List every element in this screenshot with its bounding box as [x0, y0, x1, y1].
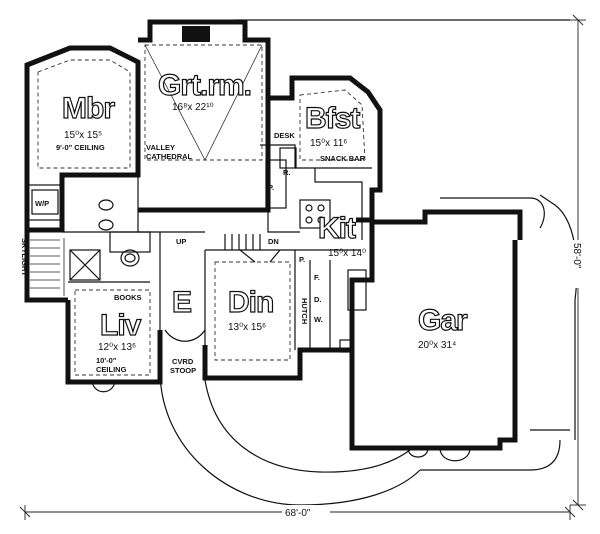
label-stoop: STOOP: [170, 366, 196, 375]
stairs: [224, 234, 261, 250]
room-size-gar: 20⁰x 31⁴: [418, 340, 456, 351]
fireplace: [182, 26, 210, 42]
dimension-depth: 58'-0": [571, 243, 582, 269]
bath-fixtures: [27, 184, 151, 281]
label-desk: DESK: [274, 131, 295, 140]
label-r-grt: R.: [283, 168, 291, 177]
room-note-mbr: 9'-0" CEILING: [56, 143, 105, 152]
driveway-curves: [159, 194, 578, 506]
interior-walls: [62, 144, 372, 350]
label-p-grt: P.: [268, 183, 274, 192]
room-name-kit: Kit: [318, 212, 356, 245]
label-f: F.: [314, 273, 320, 282]
ceiling-outlines: [37, 44, 366, 376]
label-up: UP: [176, 237, 186, 246]
room-note-liv-1: 10'-0": [96, 356, 117, 365]
label-cathedral: CATHEDRAL: [146, 152, 193, 161]
label-wp: W/P: [35, 199, 49, 208]
room-note-liv-2: CEILING: [96, 365, 127, 374]
room-size-grtrm: 16⁸x 22¹⁰: [172, 102, 214, 113]
label-books: BOOKS: [114, 293, 142, 302]
label-valley: VALLEY: [146, 143, 175, 152]
exterior-walls: [24, 19, 523, 451]
room-name-grtrm: Grt.rm.: [158, 69, 251, 102]
room-size-liv: 12⁰x 13⁶: [98, 342, 136, 353]
label-w: W.: [314, 315, 323, 324]
label-cvrd: CVRD: [172, 357, 194, 366]
label-hutch: HUTCH: [300, 298, 309, 324]
room-size-din: 13⁰x 15⁶: [228, 322, 266, 333]
kitchen-counters: [299, 168, 367, 353]
label-snack-bar: SNACK BAR: [320, 154, 366, 163]
room-name-liv: Liv: [100, 309, 142, 342]
room-name-entry: E: [172, 286, 191, 319]
dimension-width: 68'-0": [285, 508, 311, 519]
label-p-kit: P.: [299, 255, 305, 264]
room-name-din: Din: [228, 286, 273, 319]
room-name-bfst: Bfst: [305, 102, 360, 135]
room-size-bfst: 15⁰x 11⁶: [310, 138, 347, 149]
label-skylight: SKYLIGHT: [20, 238, 29, 276]
label-d: D.: [314, 295, 322, 304]
room-size-mbr: 15⁰x 15⁵: [64, 130, 102, 141]
room-size-kit: 15⁰x 14⁰: [328, 248, 366, 259]
door-swings: [91, 249, 471, 462]
room-name-gar: Gar: [418, 304, 468, 337]
skylight-hatching: [30, 238, 65, 296]
label-dn: DN: [268, 237, 279, 246]
room-name-mbr: Mbr: [62, 92, 115, 125]
